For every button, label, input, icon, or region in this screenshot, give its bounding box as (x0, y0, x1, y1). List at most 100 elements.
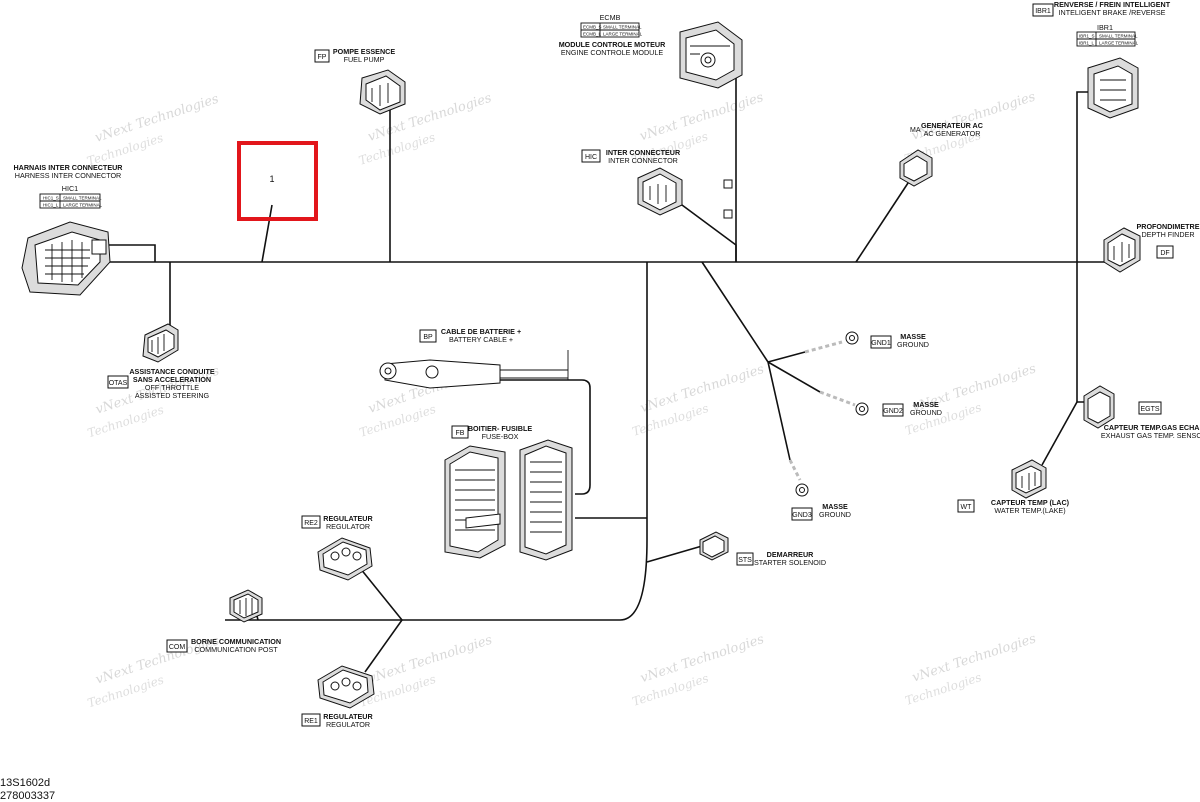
callout-highlight-box (237, 141, 318, 221)
callout-leader-wire (261, 204, 273, 263)
gnd1-label-fr: MASSE (900, 332, 926, 341)
fp-label-fr: POMPE ESSENCE (333, 47, 396, 56)
ma-group: MA GENERATEUR AC AC GENERATOR (899, 121, 983, 187)
gnd1-code-box (870, 335, 892, 349)
lower-trunk-wire (225, 262, 648, 621)
ibr1-code2: IBR1 (1097, 23, 1113, 32)
hic-code-box (581, 149, 601, 163)
df-code-box (1156, 245, 1174, 259)
fp-code-box (314, 49, 330, 63)
hic-label-en: INTER CONNECTOR (608, 156, 678, 165)
gnd3-code-box (791, 507, 813, 521)
hic1-row2-code: HIC1_L (43, 203, 59, 208)
gnd2-group: GND2 MASSE GROUND (855, 400, 942, 417)
bp-label-en: BATTERY CABLE + (449, 335, 513, 344)
ground-branch-wire (701, 261, 791, 461)
gnd3-code: GND3 (792, 512, 812, 519)
gnd1-ring-terminal-icon (845, 331, 859, 345)
otas-label-en2: ASSISTED STEERING (135, 391, 210, 400)
gnd2-code: GND2 (883, 408, 903, 415)
diagram-reference-footer: 13S1602d 278003337 (0, 777, 55, 802)
ma-label-en: AC GENERATOR (924, 129, 981, 138)
re2-code-box (301, 515, 321, 529)
fb-label-en: FUSE-BOX (482, 432, 519, 441)
ecmb-label-fr: MODULE CONTROLE MOTEUR (559, 40, 666, 49)
fp-code: FP (318, 54, 327, 61)
fb-group: FB BOITIER- FUSIBLE FUSE-BOX (444, 424, 573, 561)
com-connector-icon (229, 589, 263, 623)
df-label-en: DEPTH FINDER (1141, 230, 1194, 239)
ecmb-group: ECMB ECMB_S SMALL TERMINAL ECMB_L LARGE … (559, 13, 743, 89)
ibr1-label-en: INTELIGENT BRAKE /REVERSE (1059, 8, 1166, 17)
callout-1[interactable]: 1 (237, 141, 318, 221)
hic-connector-icon (637, 167, 683, 216)
gnd2-label-en: GROUND (910, 408, 942, 417)
sts-connector-icon (699, 531, 729, 561)
wt-group: WT CAPTEUR TEMP (LAC) WATER TEMP.(LAKE) (957, 459, 1070, 515)
hic1-row1-term: SMALL TERMINAL (63, 196, 102, 201)
bp-label-fr: CABLE DE BATTERIE + (441, 327, 521, 336)
ecmb-connector-icon (679, 21, 743, 89)
com-group: COM BORNE COMMUNICATION COMMUNICATION PO… (166, 589, 281, 654)
gnd3-group: GND3 MASSE GROUND (791, 483, 851, 521)
re1-group: RE1 REGULATEUR REGULATOR (301, 665, 375, 729)
gnd3-label-en: GROUND (819, 510, 851, 519)
df-group: PROFONDIMETRE DEPTH FINDER DF (1103, 222, 1200, 273)
hic1-branch-wire (108, 244, 156, 262)
hic1-label-fr: HARNAIS INTER CONNECTEUR (13, 163, 123, 172)
wire-marker (723, 179, 733, 189)
hic-code: HIC (585, 154, 597, 161)
re1-code-box (301, 713, 321, 727)
hic1-connector-group: HARNAIS INTER CONNECTEUR HARNESS INTER C… (13, 163, 123, 296)
gnd1-code: GND1 (871, 340, 891, 347)
gnd1-group: GND1 MASSE GROUND (845, 331, 929, 349)
com-code: COM (169, 644, 186, 651)
bp-code: BP (423, 334, 433, 341)
ibr1-branch-wire (1076, 91, 1092, 262)
egts-label-fr: CAPTEUR TEMP.GAS ECHAP (1104, 423, 1200, 432)
hic1-code: HIC1 (62, 184, 78, 193)
ibr1-row2-term: LARGE TERMINAL (1099, 41, 1139, 46)
gnd1-label-en: GROUND (897, 340, 929, 349)
ecmb-label-en: ENGINE CONTROLE MODULE (561, 48, 663, 57)
otas-code-box (107, 375, 129, 389)
part-number: 278003337 (0, 790, 56, 802)
ecmb-row1-term: SMALL TERMINAL (603, 25, 642, 30)
re1-connector-icon (317, 665, 375, 709)
com-label-en: COMMUNICATION POST (194, 645, 278, 654)
re1-label-en: REGULATOR (326, 720, 370, 729)
bp-code-box (419, 329, 437, 343)
ibr1-row1-code: IBR1_S (1079, 34, 1095, 39)
re2-code: RE2 (304, 520, 318, 527)
fp-group: FP POMPE ESSENCE FUEL PUMP (314, 47, 406, 115)
ma-connector-icon (899, 149, 933, 187)
hic1-connector-icon (21, 221, 111, 296)
egts-label-en: EXHAUST GAS TEMP. SENSOR (1101, 431, 1200, 440)
sts-label-fr: DEMARREUR (767, 550, 815, 559)
sts-branch-wire (646, 545, 703, 563)
wire-marker (723, 209, 733, 219)
ibr1-label-fr: RENVERSE / FREIN INTELLIGENT (1054, 0, 1171, 9)
otas-label-fr2: SANS ACCELERATION (133, 375, 211, 384)
sts-group: STS DEMARREUR STARTER SOLENOID (699, 531, 826, 567)
wt-branch-wire (1041, 401, 1078, 466)
hic1-row2-term: LARGE TERMINAL (63, 203, 103, 208)
gnd2-label-fr: MASSE (913, 400, 939, 409)
fb-code: FB (456, 430, 465, 437)
otas-label-en: OFF THROTTLE (145, 383, 199, 392)
re2-group: RE2 REGULATEUR REGULATOR (301, 514, 373, 581)
ecmb-row2-term: LARGE TERMINAL (603, 32, 643, 37)
egts-code: EGTS (1140, 406, 1159, 413)
egts-code-box (1138, 401, 1162, 415)
ma-branch-wire (855, 179, 911, 263)
df-connector-icon (1103, 227, 1141, 273)
ibr1-connector-icon (1087, 57, 1139, 119)
hic-branch-wire (681, 204, 737, 262)
wt-code: WT (961, 504, 973, 511)
ma-code: MA (910, 127, 921, 134)
battery-cable-icon (379, 350, 569, 389)
re2-connector-icon (317, 537, 373, 581)
